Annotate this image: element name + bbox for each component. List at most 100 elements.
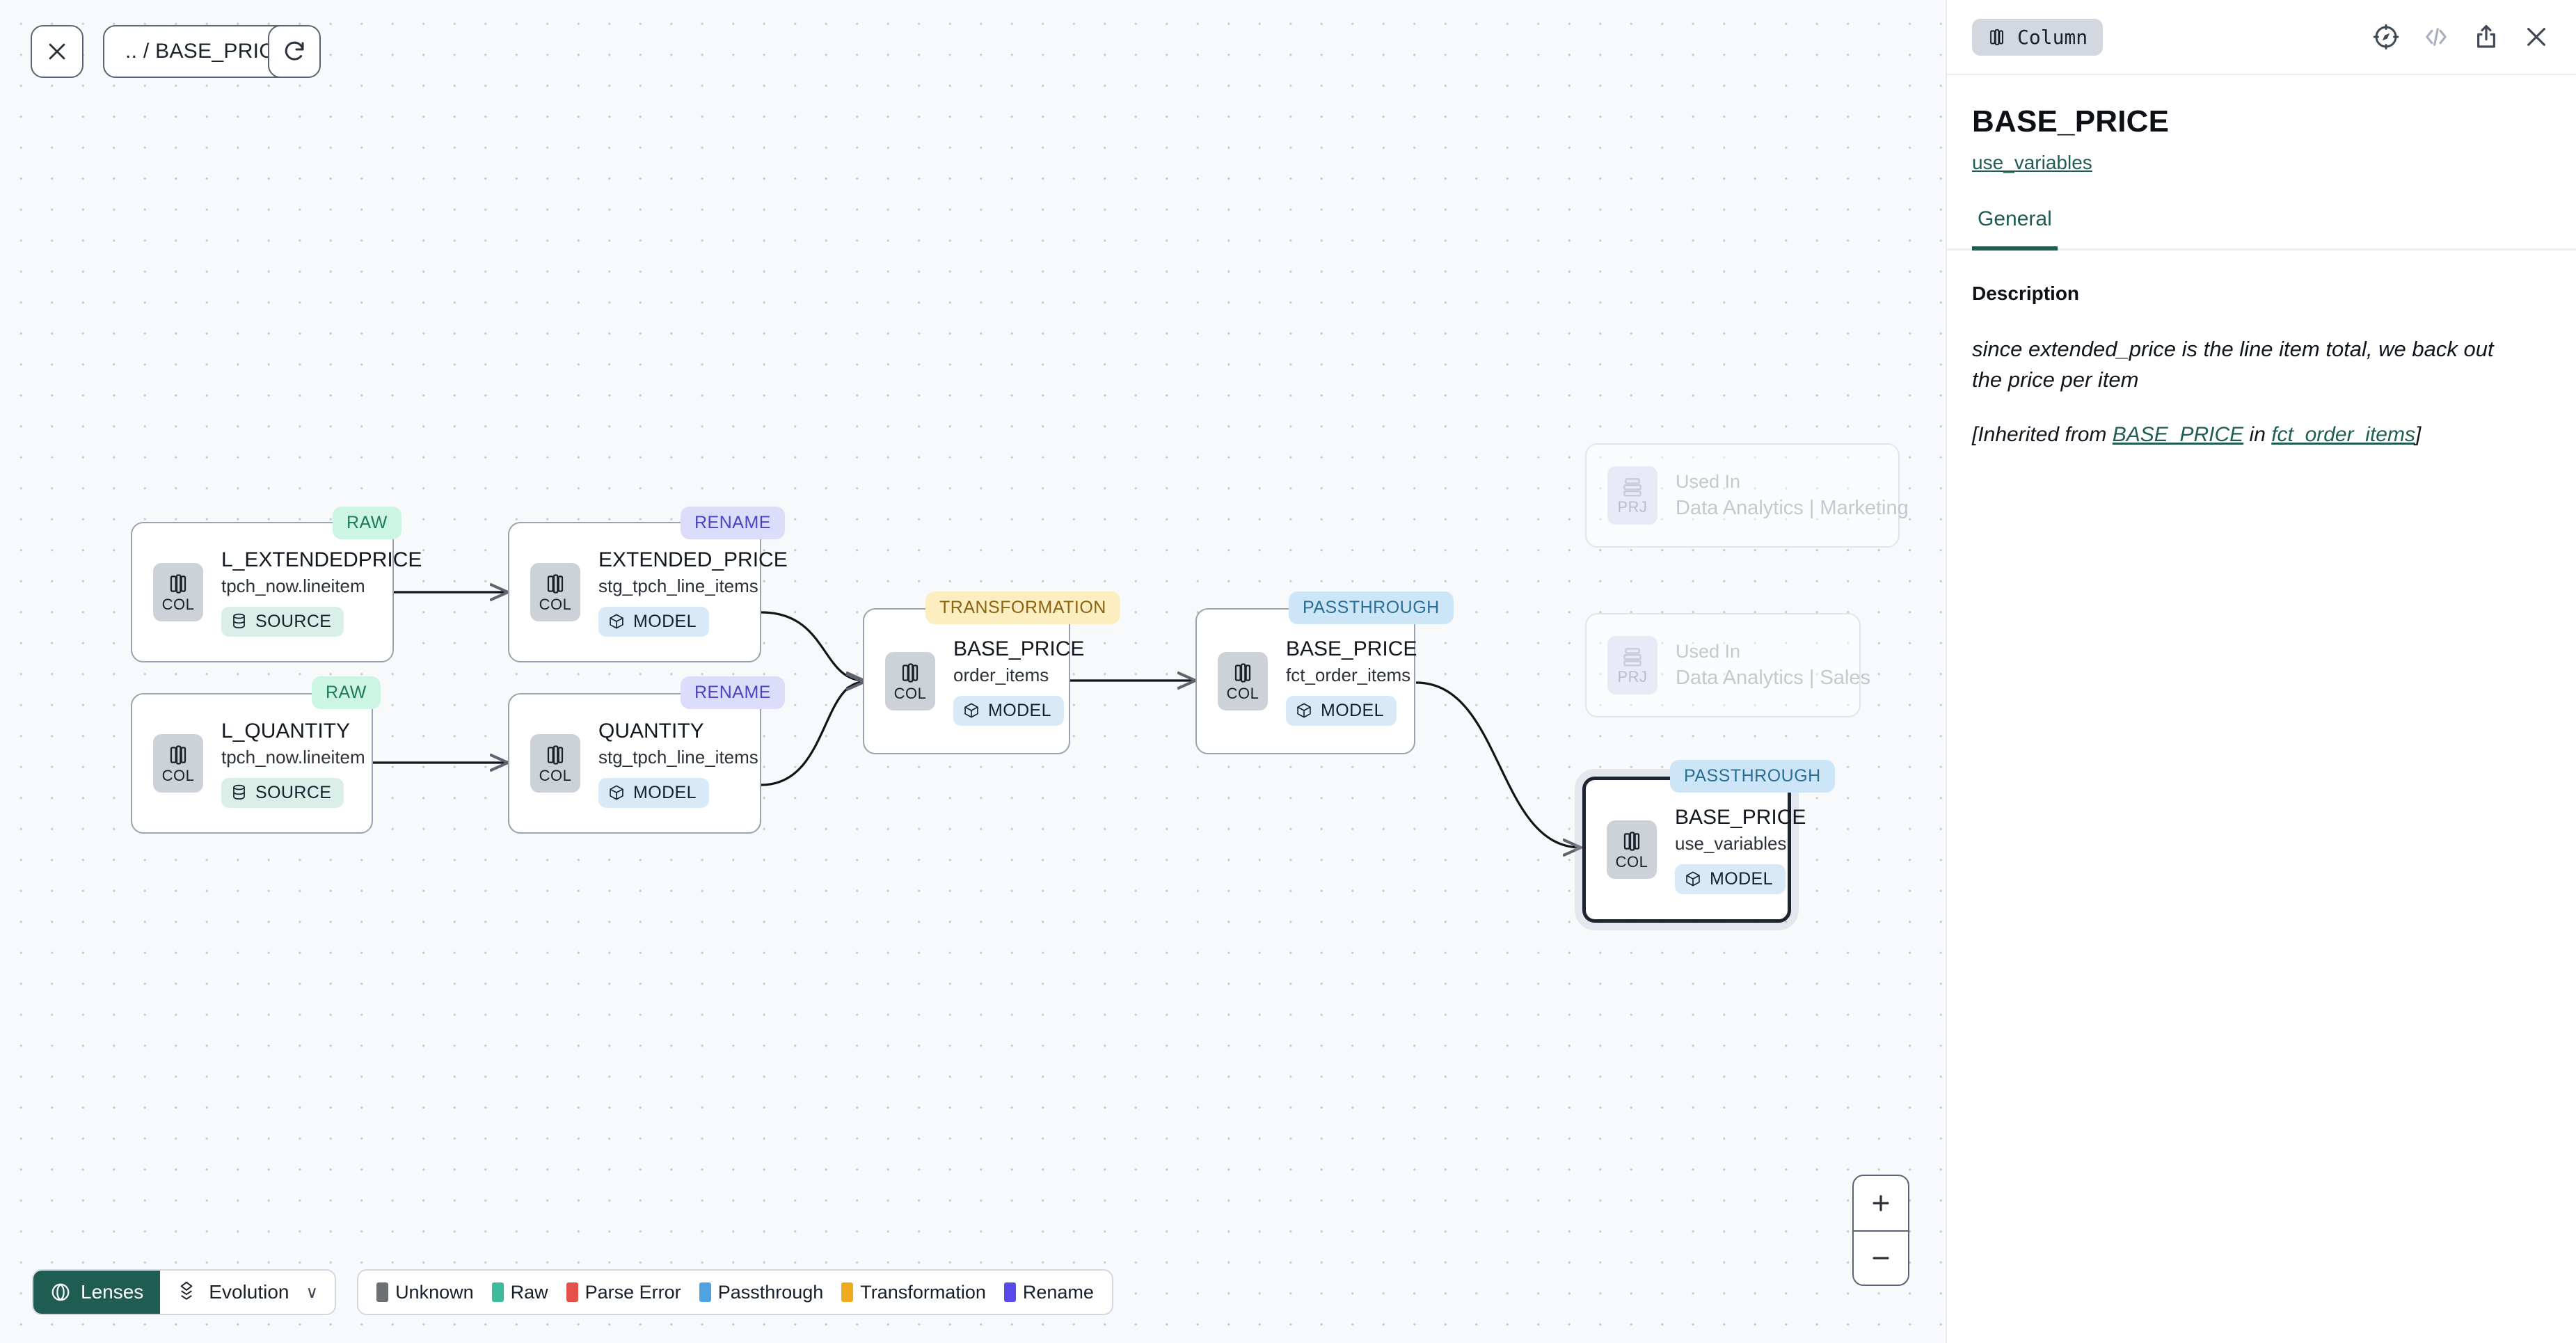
bottom-toolbar: Lenses Evolution ∨ Unknown (32, 1269, 1113, 1315)
cube-icon (1686, 871, 1700, 887)
node-badge-rename: RENAME (681, 676, 785, 709)
legend-label: Transformation (860, 1281, 986, 1303)
lineage-node-quantity[interactable]: COL QUANTITY stg_tpch_line_items MODEL (508, 693, 761, 834)
cube-icon (964, 703, 978, 718)
details-panel-header: Column (1947, 0, 2576, 75)
inherited-from-note: [Inherited from BASE_PRICE in fct_order_… (1972, 420, 2551, 450)
entity-type-chip: Column (1972, 18, 2104, 56)
node-title: L_QUANTITY (221, 720, 351, 743)
details-panel-content: Description since extended_price is the … (1947, 251, 2576, 450)
used-in-title: Used In (1676, 471, 1741, 493)
node-title: BASE_PRICE (953, 637, 1085, 661)
badge-label: RAW (347, 513, 388, 532)
node-subtitle: tpch_now.lineitem (221, 746, 365, 768)
node-type-tag: SOURCE (221, 777, 344, 808)
badge-label: RAW (326, 683, 367, 702)
lineage-node-l-quantity[interactable]: COL L_QUANTITY tpch_now.lineitem SOURCE (131, 693, 373, 834)
legend-item-unknown: Unknown (376, 1282, 474, 1303)
legend-swatch (699, 1282, 711, 1302)
chevron-down-icon: ∨ (305, 1282, 319, 1302)
node-badge-passthrough: PASSTHROUGH (1289, 591, 1454, 624)
badge-label: PASSTHROUGH (1684, 766, 1821, 786)
lineage-canvas[interactable]: .. / BASE_PRICE (0, 0, 1946, 1343)
column-icon: COL (153, 563, 203, 621)
node-type-tag: MODEL (1675, 864, 1786, 894)
details-panel: Column (1946, 0, 2576, 1343)
close-icon (49, 43, 65, 60)
legend-swatch (1003, 1282, 1016, 1302)
node-type-tag: MODEL (953, 695, 1064, 726)
inherited-suffix: ] (2415, 423, 2422, 447)
legend-label: Unknown (395, 1281, 474, 1303)
node-subtitle: tpch_now.lineitem (221, 575, 365, 596)
project-icon-label: PRJ (1617, 667, 1648, 685)
plus-icon (1873, 1195, 1889, 1211)
used-in-card-sales[interactable]: PRJ Used In Data Analytics | Sales (1585, 613, 1870, 717)
entity-type-label: Column (2017, 25, 2088, 49)
evolution-label: Evolution (209, 1281, 289, 1303)
node-badge-raw: RAW (312, 676, 381, 709)
node-badge-rename: RENAME (681, 507, 785, 539)
evolution-dropdown[interactable]: Evolution ∨ (160, 1271, 335, 1314)
legend-label: Passthrough (717, 1281, 824, 1303)
legend-swatch (376, 1282, 389, 1302)
lenses-label: Lenses (81, 1281, 144, 1303)
share-icon[interactable] (2472, 22, 2501, 51)
badge-label: RENAME (694, 513, 771, 532)
inherited-column-link[interactable]: BASE_PRICE (2112, 423, 2244, 447)
details-panel-tabs: General (1947, 207, 2576, 251)
node-type-tag-label: MODEL (633, 782, 697, 802)
node-type-tag-label: SOURCE (255, 782, 332, 802)
lineage-node-base-price-order-items[interactable]: COL BASE_PRICE order_items MODEL (863, 608, 1084, 754)
close-lineage-button[interactable] (31, 25, 84, 78)
tab-general[interactable]: General (1972, 207, 2058, 251)
legend-swatch (491, 1282, 504, 1302)
node-type-tag-label: MODEL (1710, 868, 1773, 889)
column-icon-label: COL (1615, 852, 1648, 871)
description-text: since extended_price is the line item to… (1972, 337, 2494, 392)
parent-model-link[interactable]: use_variables (1972, 152, 2092, 173)
used-in-project: Data Analytics | Marketing (1676, 496, 1909, 519)
legend-item-raw: Raw (491, 1282, 548, 1303)
legend-item-transformation: Transformation (841, 1282, 986, 1303)
node-subtitle: fct_order_items (1286, 664, 1411, 685)
node-type-tag-label: MODEL (988, 700, 1051, 720)
zoom-out-button[interactable] (1854, 1230, 1908, 1285)
page-title: BASE_PRICE (1972, 104, 2170, 138)
node-title: BASE_PRICE (1286, 637, 1417, 661)
project-icon-label: PRJ (1617, 498, 1648, 516)
code-icon[interactable] (2422, 22, 2451, 51)
compass-icon[interactable] (2371, 22, 2401, 51)
used-in-title: Used In (1676, 641, 1741, 662)
zoom-controls[interactable] (1852, 1175, 1909, 1286)
database-icon (233, 784, 245, 800)
badge-label: RENAME (694, 683, 771, 702)
inherited-model-link[interactable]: fct_order_items (2271, 423, 2415, 447)
lenses-button[interactable]: Lenses (33, 1271, 161, 1314)
used-in-card-marketing[interactable]: PRJ Used In Data Analytics | Marketing (1585, 443, 1909, 548)
cube-icon (610, 614, 623, 629)
node-subtitle: use_variables (1675, 832, 1787, 854)
inherited-prefix: [Inherited from (1972, 423, 2113, 447)
close-icon[interactable] (2522, 22, 2551, 51)
lineage-node-extended-price[interactable]: COL EXTENDED_PRICE stg_tpch_line_items M… (508, 522, 788, 662)
node-badge-raw: RAW (333, 507, 401, 539)
column-icon-label: COL (539, 595, 572, 613)
node-badge-passthrough: PASSTHROUGH (1670, 760, 1835, 793)
details-panel-title-block: BASE_PRICE use_variables (1947, 75, 2576, 174)
refresh-button[interactable] (268, 25, 321, 78)
zoom-in-button[interactable] (1854, 1176, 1908, 1230)
node-type-tag: MODEL (1286, 695, 1397, 726)
column-icon-label: COL (539, 766, 572, 784)
lineage-node-l-extendedprice[interactable]: COL L_EXTENDEDPRICE tpch_now.lineitem SO… (131, 522, 422, 662)
cube-icon (1297, 703, 1311, 718)
description-label: Description (1972, 283, 2080, 304)
lineage-node-base-price-use-variables[interactable]: COL BASE_PRICE use_variables MODEL (1582, 777, 1806, 923)
lenses-control[interactable]: Lenses Evolution ∨ (32, 1269, 337, 1315)
refresh-icon (285, 41, 304, 61)
lineage-node-base-price-fct-order-items[interactable]: COL BASE_PRICE fct_order_items MODEL (1195, 608, 1417, 754)
node-type-tag-label: SOURCE (255, 611, 332, 631)
legend-label: Rename (1022, 1281, 1094, 1303)
column-icon: COL (153, 734, 203, 793)
node-subtitle: order_items (953, 664, 1049, 685)
